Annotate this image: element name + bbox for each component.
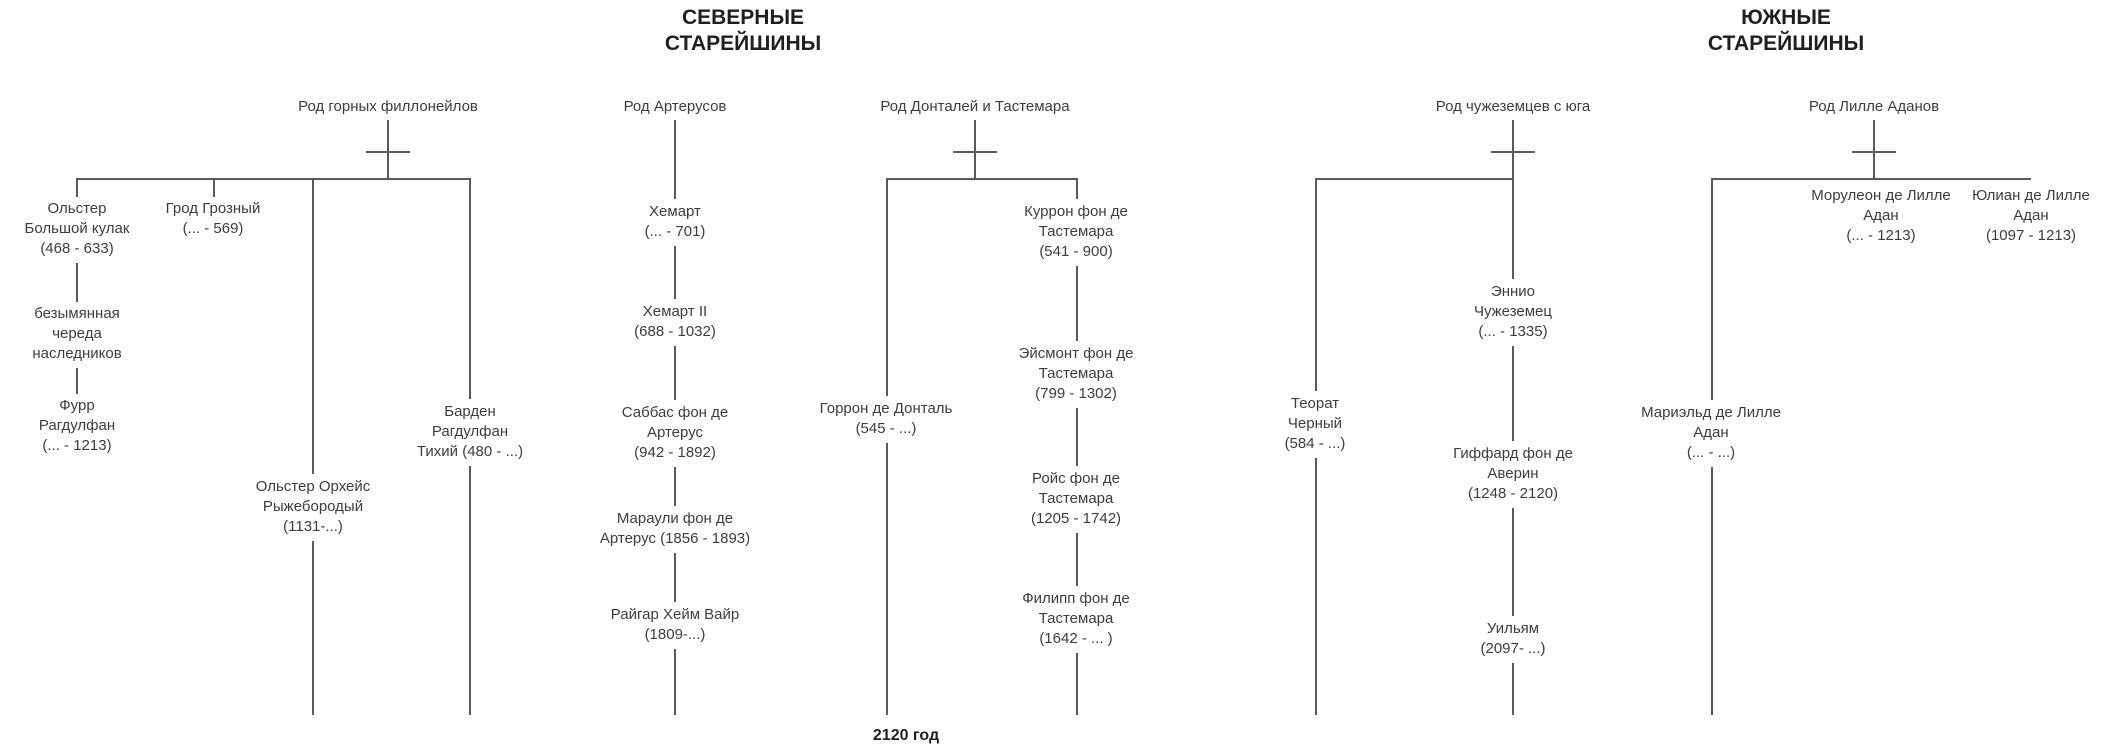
connector-line — [312, 541, 314, 715]
person-furr-ragdulfan: Фурр Рагдулфан (... - 1213) — [38, 397, 116, 454]
person-giffard: Гиффард фон де Аверин (1248 - 2120) — [1453, 445, 1573, 502]
connector-line — [674, 346, 676, 400]
connector-line — [1512, 346, 1514, 441]
person-grod-grozny: Грод Грозный (... - 569) — [165, 200, 261, 237]
connector-line — [674, 120, 676, 199]
person-olster-bolshoy-kulak: Ольстер Большой кулак (468 - 633) — [24, 200, 130, 257]
tree-title-lille-adan: Род Лилле Аданов — [1808, 98, 1940, 115]
person-bezymyannaya-chereda: безымянная череда наследников — [32, 305, 122, 362]
connector-line — [1512, 120, 1514, 179]
connector-line — [974, 120, 976, 179]
connector-line — [1076, 533, 1078, 586]
connector-line — [76, 178, 78, 197]
person-eismont: Эйсмонт фон де Тастемара (799 - 1302) — [1018, 345, 1134, 402]
connector-line — [76, 368, 78, 394]
tree-title-mountain-fillonels: Род горных филлонейлов — [298, 98, 478, 115]
connector-line — [1512, 178, 1514, 279]
heading-southern-elders: ЮЖНЫЕ СТАРЕЙШИНЫ — [1707, 6, 1865, 55]
person-moruleon: Морулеон де Лилле Адан (... - 1213) — [1811, 187, 1951, 244]
connector-line — [674, 246, 676, 299]
connector-line — [1076, 178, 1078, 199]
person-ennio: Эннио Чужеземец (... - 1335) — [1473, 283, 1552, 340]
person-barden-ragdulfan: Барден Рагдулфан Тихий (480 - ...) — [416, 403, 524, 460]
connector-line — [1711, 178, 1713, 400]
connector-line — [1512, 508, 1514, 616]
connector-line — [387, 120, 389, 179]
connector-line — [886, 178, 888, 396]
connector-line — [674, 467, 676, 506]
person-khemart-ii: Хемарт II (688 - 1032) — [634, 303, 716, 340]
person-roys: Ройс фон де Тастемара (1205 - 1742) — [1030, 470, 1122, 527]
connector-line — [886, 443, 888, 715]
tree-title-arterus: Род Артерусов — [623, 98, 727, 115]
year-label: 2120 год — [872, 727, 940, 744]
person-filipp: Филипп фон де Тастемара (1642 - ... ) — [1022, 590, 1130, 647]
connector-line — [886, 178, 1077, 180]
connector-line — [1076, 266, 1078, 341]
connector-line — [469, 178, 471, 399]
connector-line — [674, 649, 676, 715]
connector-line — [1315, 458, 1317, 715]
person-sabbas: Саббас фон де Артерус (942 - 1892) — [621, 404, 729, 461]
tree-title-dontal-tastemara: Род Донталей и Тастемара — [880, 98, 1070, 115]
connector-line — [1852, 151, 1896, 153]
connector-line — [1711, 178, 2031, 180]
connector-line — [1076, 408, 1078, 466]
connector-line — [1315, 178, 1513, 180]
person-gorron: Горрон де Донталь (545 - ...) — [819, 400, 953, 437]
person-teorat: Теорат Черный (584 - ...) — [1284, 395, 1346, 452]
heading-northern-elders: СЕВЕРНЫЕ СТАРЕЙШИНЫ — [664, 6, 822, 55]
connector-line — [1076, 653, 1078, 715]
person-kurron: Куррон фон де Тастемара (541 - 900) — [1024, 203, 1128, 260]
connector-line — [76, 263, 78, 302]
person-khemart: Хемарт (... - 701) — [644, 203, 706, 240]
person-olster-orkheys: Ольстер Орхейс Рыжебородый (1131-...) — [255, 478, 371, 535]
person-marield: Мариэльд де Лилле Адан (... - ...) — [1641, 404, 1781, 461]
connector-line — [1491, 151, 1535, 153]
connector-line — [1711, 467, 1713, 715]
tree-title-southern-foreigners: Род чужеземцев с юга — [1435, 98, 1591, 115]
person-raigar: Райгар Хейм Вайр (1809-...) — [610, 606, 740, 643]
connector-line — [1873, 120, 1875, 179]
person-yulian: Юлиан де Лилле Адан (1097 - 1213) — [1972, 187, 2090, 244]
connector-line — [953, 151, 997, 153]
person-marauli: Мараули фон де Артерус (1856 - 1893) — [599, 510, 751, 547]
connector-line — [469, 466, 471, 715]
connector-line — [213, 178, 215, 197]
connector-line — [366, 151, 410, 153]
connector-line — [1315, 178, 1317, 391]
person-uilyam: Уильям (2097- ...) — [1480, 620, 1546, 657]
connector-line — [76, 178, 470, 180]
connector-line — [1512, 663, 1514, 715]
connector-line — [674, 553, 676, 602]
connector-line — [312, 178, 314, 474]
